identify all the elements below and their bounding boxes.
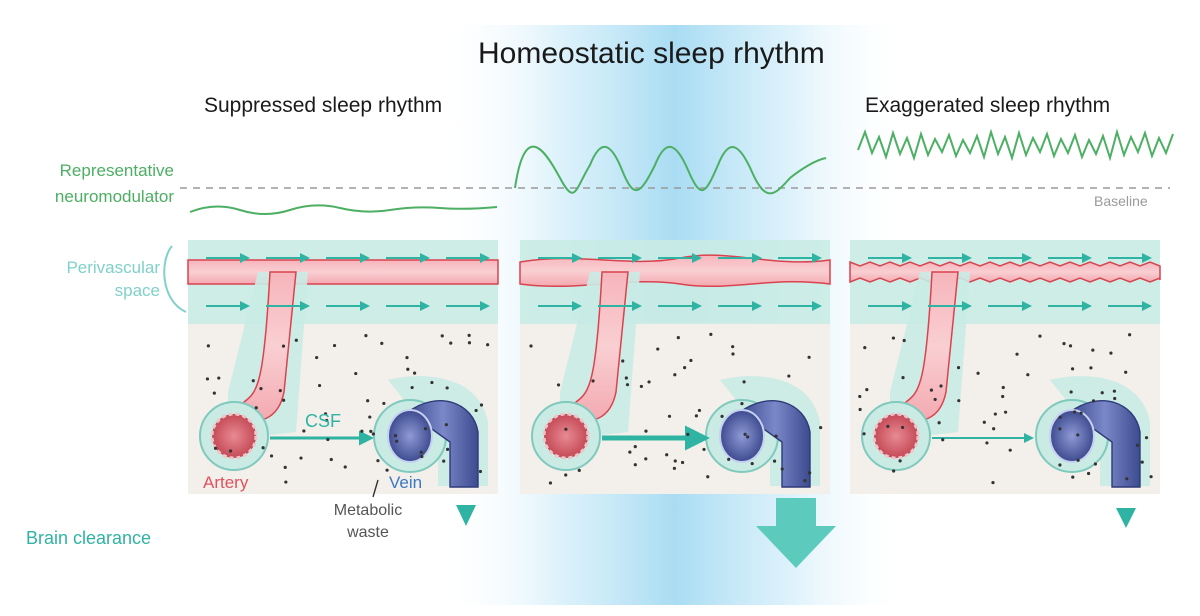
neuromodulator-trace-suppressed [189,204,498,215]
metabolic-waste-label-line1: Metabolic [333,502,403,519]
neuromodulator-trace-exaggerated [857,128,1174,162]
perivascular-label-line1: Perivascular [66,258,160,277]
brain-clearance-label: Brain clearance [26,528,152,548]
panel-title-exaggerated: Exaggerated sleep rhythm [865,94,1111,117]
panel-exaggerated [849,240,1161,494]
clearance-arrow-right [1116,508,1136,528]
perivascular-brace [163,245,187,313]
panel-suppressed [187,240,499,494]
neuromodulator-label-line2: neuromodulator [54,187,174,206]
panel-homeostatic [519,240,831,494]
panel-title-suppressed: Suppressed sleep rhythm [204,94,443,117]
vein-label: Vein [389,473,423,492]
neuromodulator-label-line1: Representative [59,161,174,180]
neuromodulator-trace-homeostatic [514,145,827,195]
clearance-arrow-left [456,505,476,526]
artery-label: Artery [203,473,249,492]
panels [187,240,1161,494]
waste-pointer [372,479,379,498]
metabolic-waste-label-line2: waste [347,524,389,541]
csf-label: CSF [305,411,341,431]
page-title: Homeostatic sleep rhythm [478,37,825,70]
clearance-arrow-middle [756,498,836,568]
baseline-label: Baseline [1094,193,1148,209]
perivascular-label-line2: space [114,281,160,300]
